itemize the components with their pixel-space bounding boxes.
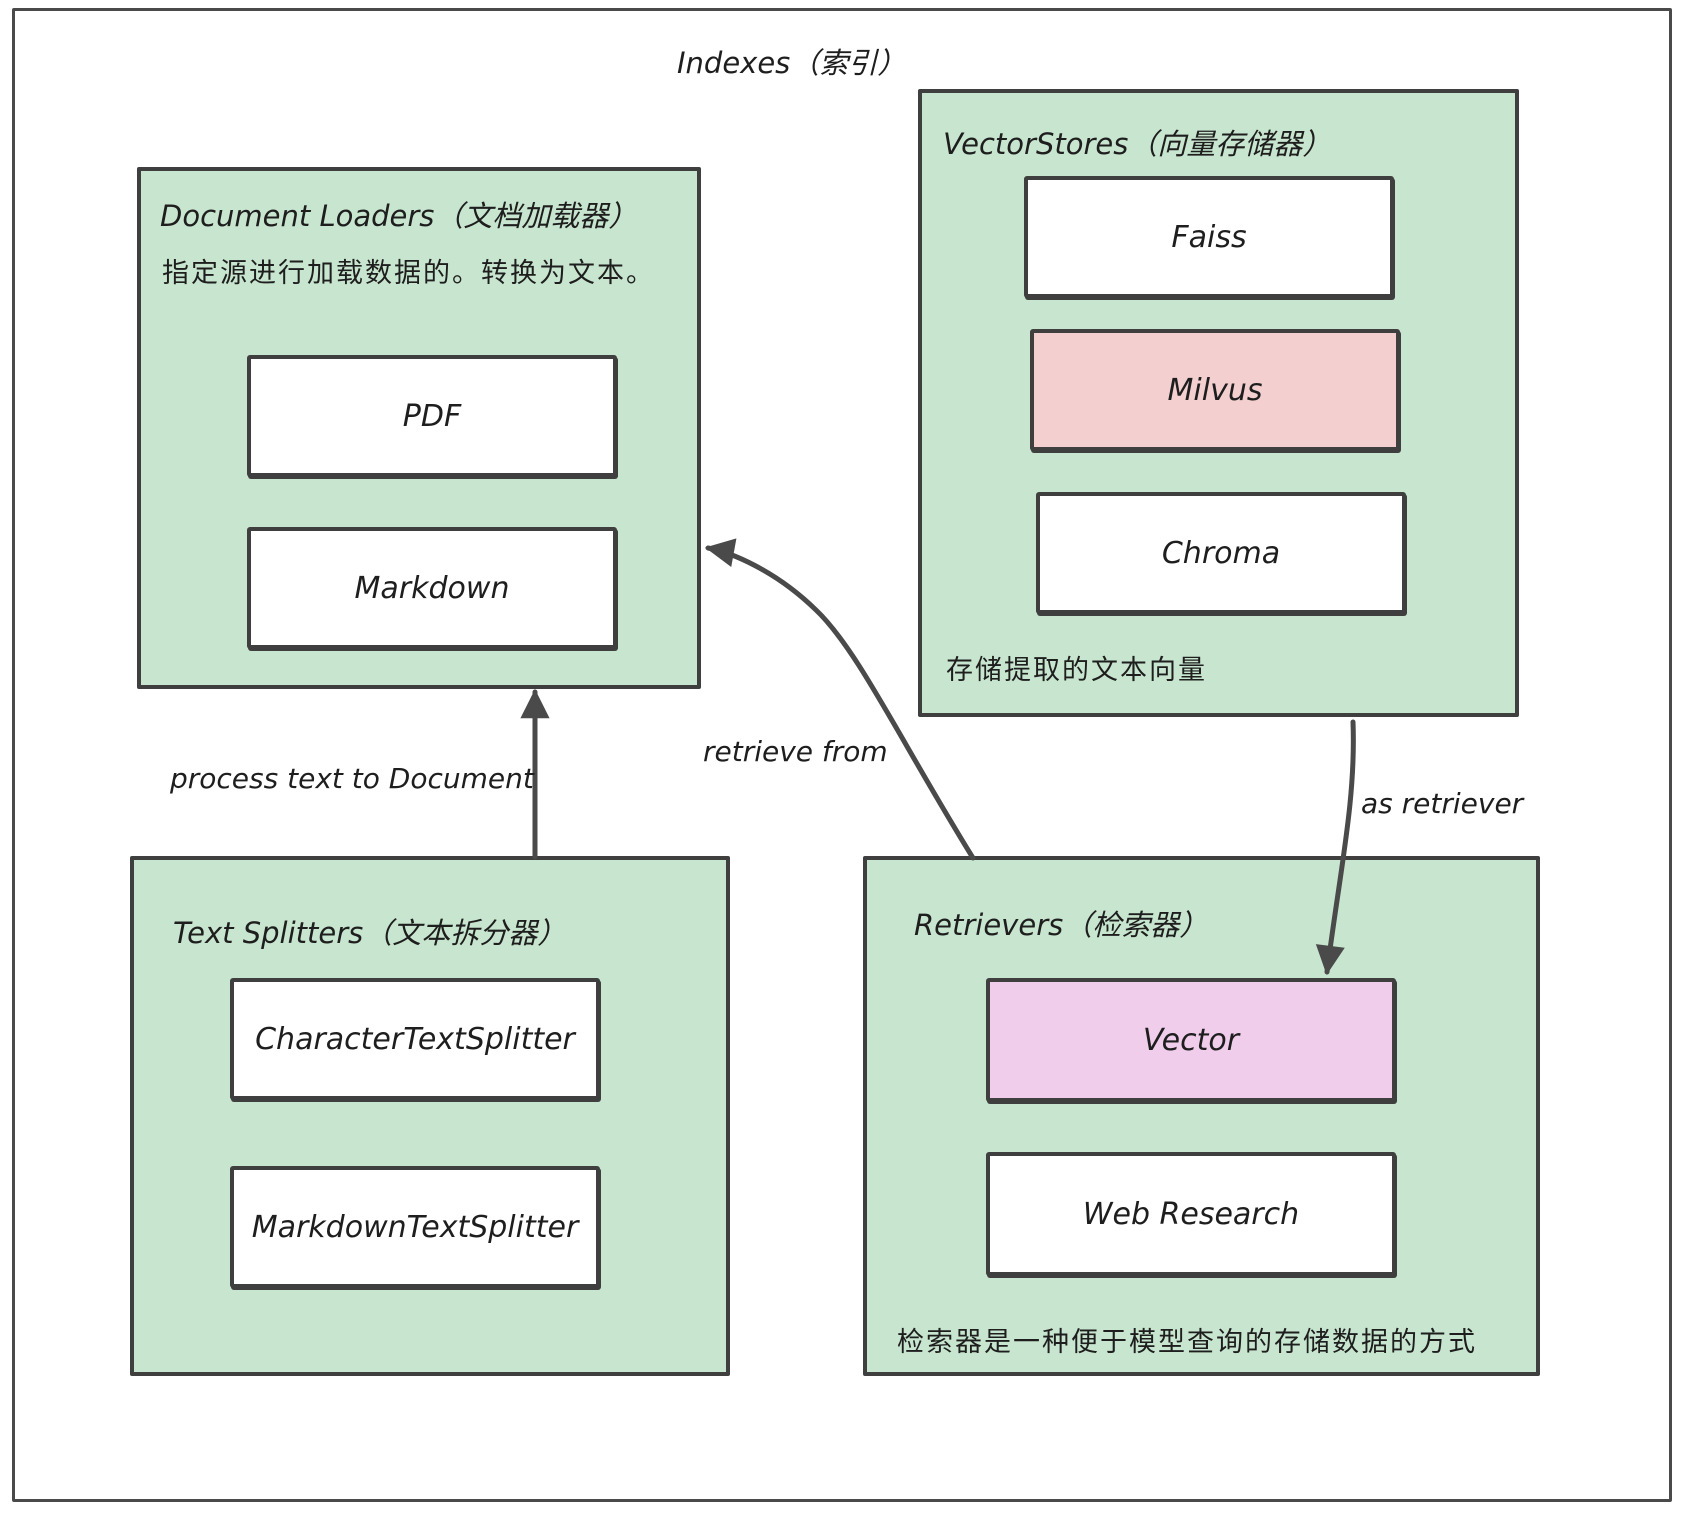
text-splitters-group: Text Splitters（文本拆分器） CharacterTextSplit…	[130, 856, 730, 1376]
document-loaders-title: Document Loaders（文档加载器）	[160, 199, 638, 233]
document-loaders-description: 指定源进行加载数据的。转换为文本。	[162, 258, 655, 289]
splitter-item-markdown[interactable]: MarkdownTextSplitter	[230, 1166, 600, 1288]
retrievers-description: 检索器是一种便于模型查询的存储数据的方式	[897, 1327, 1477, 1358]
vector-stores-group: VectorStores（向量存储器） Faiss Milvus Chroma …	[918, 89, 1519, 717]
diagram-title: Indexes（索引）	[677, 46, 907, 80]
vector-stores-title: VectorStores（向量存储器）	[943, 127, 1332, 161]
retriever-item-web-research[interactable]: Web Research	[986, 1152, 1396, 1276]
vector-store-item-milvus[interactable]: Milvus	[1030, 329, 1400, 451]
loader-item-pdf[interactable]: PDF	[247, 355, 617, 477]
loader-item-markdown[interactable]: Markdown	[247, 527, 617, 649]
retrievers-title: Retrievers（检索器）	[914, 908, 1209, 942]
retriever-item-vector[interactable]: Vector	[986, 978, 1396, 1102]
text-splitters-title: Text Splitters（文本拆分器）	[173, 916, 567, 950]
document-loaders-group: Document Loaders（文档加载器） 指定源进行加载数据的。转换为文本…	[137, 167, 701, 689]
vector-stores-description: 存储提取的文本向量	[946, 655, 1207, 686]
vector-store-item-faiss[interactable]: Faiss	[1024, 176, 1394, 298]
vector-store-item-chroma[interactable]: Chroma	[1036, 492, 1406, 614]
indexes-frame	[12, 8, 1672, 1502]
as-retriever-label: as retriever	[1361, 787, 1524, 820]
retrieve-from-label: retrieve from	[703, 735, 888, 768]
splitter-item-character[interactable]: CharacterTextSplitter	[230, 978, 600, 1100]
process-text-label: process text to Document	[170, 762, 534, 795]
retrievers-group: Retrievers（检索器） Vector Web Research 检索器是…	[863, 856, 1540, 1376]
